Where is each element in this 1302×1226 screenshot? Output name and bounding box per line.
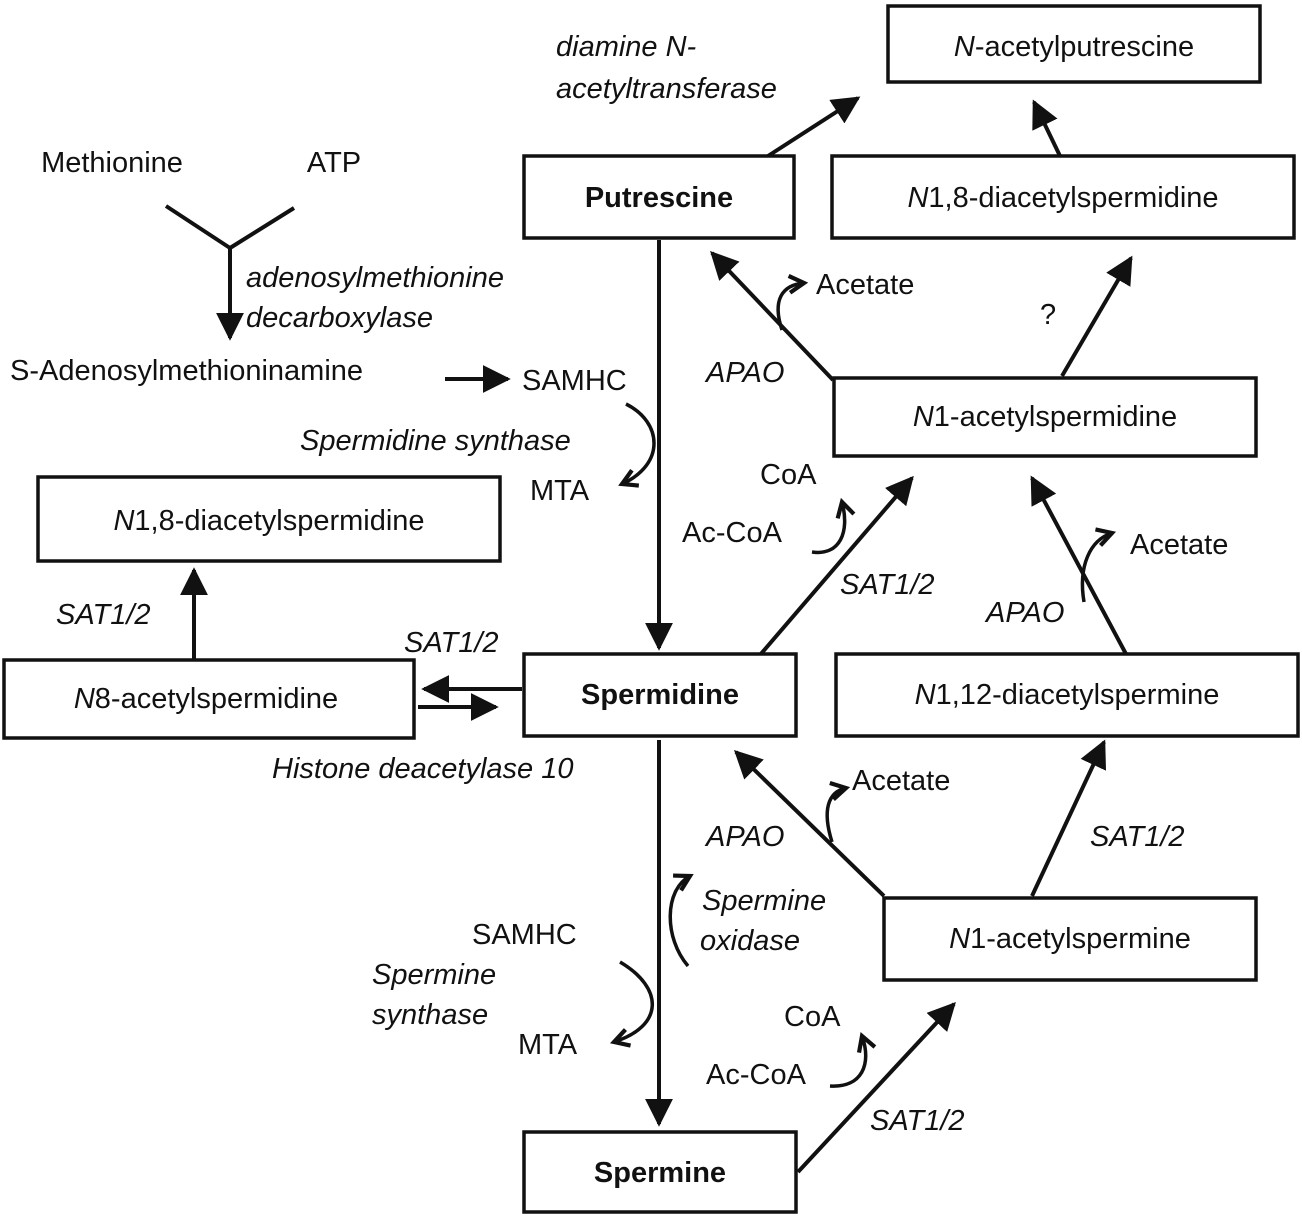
spermine-synthase-curve (609, 960, 654, 1048)
apao-label-2: APAO (984, 597, 1064, 629)
n1-acetylspermine-box (882, 896, 1258, 982)
sat-label-n8: SAT1/2 (404, 627, 499, 659)
apao-label-3: APAO (704, 821, 784, 853)
sat-label-n1spm: SAT1/2 (870, 1105, 965, 1137)
sms-label-line1: Spermine (372, 959, 496, 991)
mta-label-2: MTA (518, 1029, 578, 1061)
n1-acetylspermidine-box (832, 376, 1258, 458)
spermidine-box (522, 652, 798, 738)
atp-label: ATP (307, 147, 361, 179)
apao-label-1: APAO (704, 357, 784, 389)
n18-diacetylspermidine-left-box (36, 475, 502, 563)
n18-diacetylspermidine-left-label: N1,8-diacetylspermidine (113, 505, 424, 537)
putrescine-box (522, 154, 796, 240)
acetate-label-3: Acetate (852, 765, 950, 797)
n112-diacetylspermine-box (834, 652, 1300, 738)
diacetylspermidine-to-acetylputrescine-arrow (1032, 99, 1062, 157)
methionine-branch-line (164, 204, 232, 250)
s-adenosylmethioninamine-label: S-Adenosylmethioninamine (10, 355, 363, 387)
acetate-label-1: Acetate (816, 269, 914, 301)
smox-label-line2: oxidase (700, 925, 800, 957)
mta-label-1: MTA (530, 475, 590, 507)
accoa-label-2: Ac-CoA (706, 1059, 807, 1091)
acetate-release-curve-2 (1080, 527, 1117, 603)
putrescine-label: Putrescine (585, 182, 733, 214)
sat-label-n1spd: SAT1/2 (840, 569, 935, 601)
coa-label-2: CoA (784, 1001, 841, 1033)
methionine-label: Methionine (41, 147, 183, 179)
diamine-nat-label-line2: acetyltransferase (556, 73, 777, 105)
spermine-box (522, 1130, 798, 1214)
n1-acetylspermine-to-spermidine-arrow (733, 750, 886, 898)
spermidine-label: Spermidine (581, 679, 739, 711)
accoa-label-1: Ac-CoA (682, 517, 783, 549)
n1-acetylspermine-label: N1-acetylspermine (949, 923, 1191, 955)
atp-branch-line (228, 206, 296, 250)
adometdc-label-line2: decarboxylase (246, 302, 433, 334)
unknown-acetylation-arrow (1060, 255, 1133, 378)
coa-exchange-curve-2 (829, 1032, 877, 1088)
smox-label-line1: Spermine (702, 885, 826, 917)
n1-acetylspermidine-to-putrescine-arrow (710, 250, 835, 382)
hdac10-label: Histone deacetylase 10 (272, 753, 573, 785)
n112-to-n1-acetylspermidine-arrow (1030, 475, 1128, 655)
acetate-label-2: Acetate (1130, 529, 1228, 561)
spermidine-synthase-curve (618, 402, 656, 488)
samhc-label-2: SAMHC (472, 919, 577, 951)
n18-diacetylspermidine-top-box (830, 154, 1296, 240)
acetate-release-curve-3 (825, 780, 851, 843)
n1-acetylspermine-to-n112-arrow (1030, 739, 1107, 897)
acetate-release-curve-1 (776, 274, 809, 331)
spermine-to-n1-acetylspermine-arrow (796, 1001, 956, 1174)
spermine-oxidase-curve (668, 873, 694, 968)
spermidine-synthase-label: Spermidine synthase (300, 425, 571, 457)
n8-acetylspermidine-label: N8-acetylspermidine (74, 683, 338, 715)
diamine-nat-label-line1: diamine N- (556, 31, 696, 63)
n1-acetylspermidine-label: N1-acetylspermidine (913, 401, 1177, 433)
spermine-label: Spermine (594, 1157, 726, 1189)
coa-exchange-curve-1 (811, 497, 856, 555)
coa-label-1: CoA (760, 459, 817, 491)
putrescine-to-acetylputrescine-arrow (766, 96, 861, 158)
sat-label-n112: SAT1/2 (1090, 821, 1185, 853)
sms-label-line2: synthase (372, 999, 488, 1031)
n18-diacetylspermidine-top-label: N1,8-diacetylspermidine (907, 182, 1218, 214)
unknown-step-label: ? (1040, 299, 1056, 331)
n-acetylputrescine-box (886, 4, 1262, 84)
spermidine-to-n1-acetylspermidine-arrow (758, 475, 914, 657)
adometdc-label-line1: adenosylmethionine (246, 262, 504, 294)
n-acetylputrescine-label: N-acetylputrescine (954, 31, 1194, 63)
n8-acetylspermidine-box (2, 658, 416, 740)
sat-label-n18: SAT1/2 (56, 599, 151, 631)
n112-diacetylspermine-label: N1,12-diacetylspermine (915, 679, 1220, 711)
samhc-label-1: SAMHC (522, 365, 627, 397)
